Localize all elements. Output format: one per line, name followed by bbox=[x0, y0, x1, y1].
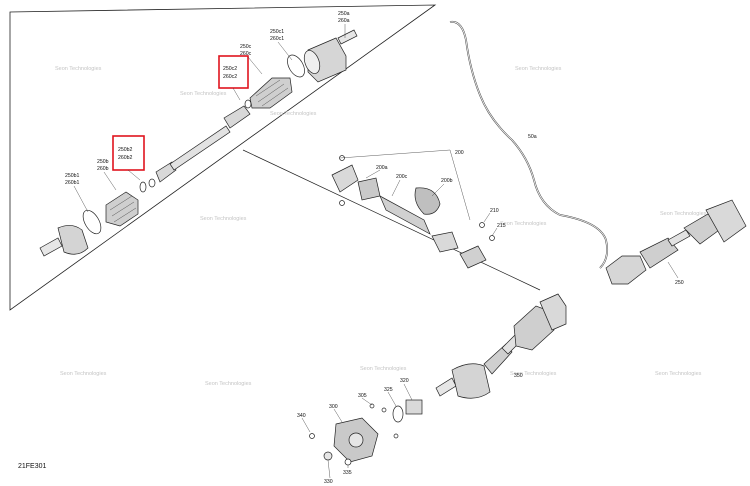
watermark: Seon Technologies bbox=[510, 371, 557, 377]
cable-50a bbox=[449, 20, 609, 269]
label-300: 300 bbox=[329, 404, 338, 410]
hub-labels: 320 325 305 300 340 335 330 bbox=[297, 378, 413, 485]
watermark: Seon Technologies bbox=[500, 221, 547, 227]
label-350: 350 bbox=[514, 373, 523, 379]
label-260b1: 260b1 bbox=[65, 180, 80, 186]
watermark: Seon Technologies bbox=[360, 366, 407, 372]
propshaft-assembly bbox=[331, 155, 495, 269]
label-260b: 260b bbox=[97, 166, 109, 172]
label-260c: 260c bbox=[240, 51, 252, 57]
label-260c1: 260c1 bbox=[270, 36, 284, 42]
label-250a: 250a bbox=[338, 11, 350, 17]
label-320: 320 bbox=[400, 378, 409, 384]
watermark: Seon Technologies bbox=[660, 211, 707, 217]
watermark: Seon Technologies bbox=[55, 66, 102, 72]
label-250c: 250c bbox=[240, 44, 252, 50]
propshaft-labels: 200 200a 200c 200b 210 215 bbox=[339, 149, 506, 237]
inset-labels: 250a 260a 250c1 260c1 250c 260c 250c2 26… bbox=[65, 11, 350, 186]
watermark: Seon Technologies bbox=[655, 371, 702, 377]
label-200c: 200c bbox=[396, 174, 408, 180]
label-330: 330 bbox=[324, 479, 333, 485]
hub-assembly bbox=[309, 399, 423, 466]
label-325: 325 bbox=[384, 387, 393, 393]
label-305: 305 bbox=[358, 393, 367, 399]
label-335: 335 bbox=[343, 470, 352, 476]
highlight-box-b2 bbox=[112, 135, 145, 171]
watermark: Seon Technologies bbox=[200, 216, 247, 222]
watermark: Seon Technologies bbox=[180, 91, 227, 97]
watermarks: Seon Technologies Seon Technologies Seon… bbox=[55, 66, 707, 387]
label-200: 200 bbox=[455, 150, 464, 156]
halfshaft-350 bbox=[435, 293, 567, 399]
label-250c2: 250c2 bbox=[223, 66, 237, 72]
label-260b2: 260b2 bbox=[118, 155, 133, 161]
label-50a: 50a bbox=[528, 134, 537, 140]
divider-line bbox=[242, 149, 541, 291]
label-215: 215 bbox=[497, 223, 506, 229]
inset-frame bbox=[9, 4, 437, 311]
label-260a: 260a bbox=[338, 18, 350, 24]
label-260c2: 260c2 bbox=[223, 74, 237, 80]
label-250c1: 250c1 bbox=[270, 29, 284, 35]
watermark: Seon Technologies bbox=[515, 66, 562, 72]
label-200b: 200b bbox=[441, 178, 453, 184]
label-250: 250 bbox=[675, 280, 684, 286]
diagram-code: 21FE301 bbox=[18, 463, 47, 470]
watermark: Seon Technologies bbox=[60, 371, 107, 377]
watermark: Seon Technologies bbox=[270, 111, 317, 117]
label-250b: 250b bbox=[97, 159, 109, 165]
inset-halfshaft bbox=[39, 29, 358, 257]
label-250b2: 250b2 bbox=[118, 147, 133, 153]
watermark: Seon Technologies bbox=[205, 381, 252, 387]
label-210: 210 bbox=[490, 208, 499, 214]
label-200a: 200a bbox=[376, 165, 388, 171]
label-250b1: 250b1 bbox=[65, 173, 80, 179]
highlight-box-c2 bbox=[218, 55, 249, 89]
inset-leader-lines bbox=[73, 24, 346, 213]
halfshaft-250 bbox=[605, 199, 747, 285]
label-340: 340 bbox=[297, 413, 306, 419]
